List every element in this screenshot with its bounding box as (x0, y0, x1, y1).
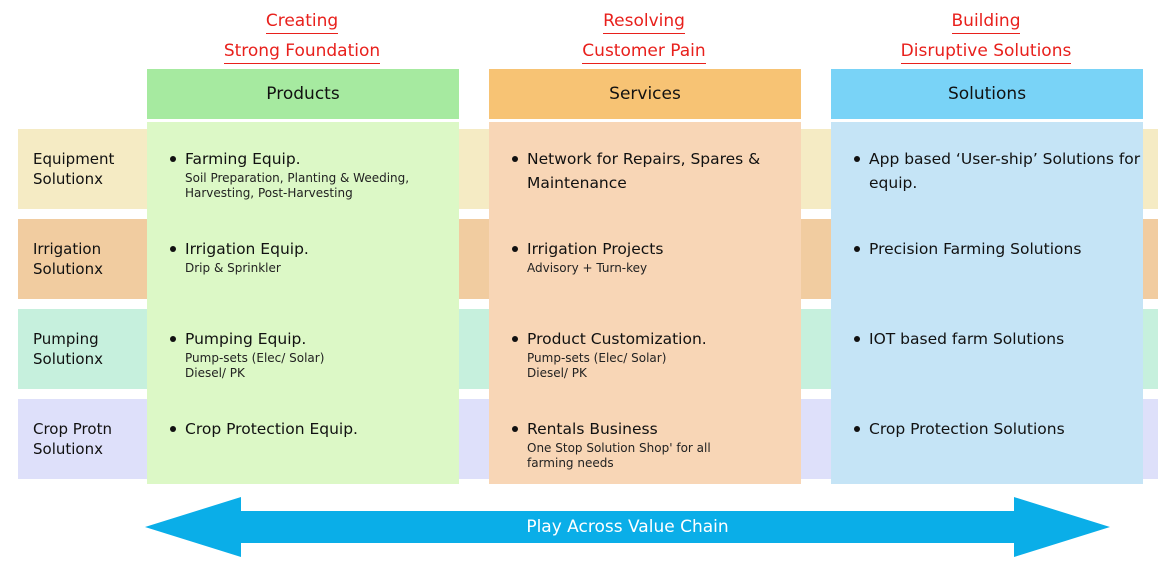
solutions-item-app: App based ‘User-ship’ Solutions for equi… (852, 147, 1142, 195)
item-title: Irrigation Equip. (168, 237, 458, 261)
heading-products-line1: Creating (265, 10, 339, 34)
row-label-line1: Equipment (33, 150, 115, 168)
column-header-products: Products (147, 69, 459, 119)
item-detail: Advisory + Turn-key (527, 261, 648, 275)
item-title: Precision Farming Solutions (852, 237, 1142, 261)
heading-services: Resolving Customer Pain (494, 6, 794, 66)
row-label-line2: Solutionx (33, 440, 103, 458)
item-title: Crop Protection Solutions (852, 417, 1142, 441)
row-label-line1: Crop Protn (33, 420, 112, 438)
double-arrow-icon (145, 497, 1110, 557)
item-detail: Pump-sets (Elec/ Solar) (527, 351, 667, 365)
item-detail: Soil Preparation, Planting & Weeding, (185, 171, 410, 185)
item-detail: Pump-sets (Elec/ Solar) (185, 351, 325, 365)
item-detail: One Stop Solution Shop' for all (527, 441, 711, 455)
row-label-equipment: Equipment Solutionx (33, 149, 114, 189)
products-item-crop-protection: Crop Protection Equip. (168, 417, 458, 441)
services-item-rentals: Rentals Business One Stop Solution Shop'… (510, 417, 800, 471)
services-item-customization: Product Customization. Pump-sets (Elec/ … (510, 327, 800, 381)
row-label-line1: Pumping (33, 330, 99, 348)
item-title: Farming Equip. (168, 147, 458, 171)
products-item-irrigation: Irrigation Equip. Drip & Sprinkler (168, 237, 458, 276)
services-item-network: Network for Repairs, Spares & Maintenanc… (510, 147, 800, 195)
column-body-services (489, 122, 801, 484)
heading-solutions-line2: Disruptive Solutions (900, 40, 1072, 64)
products-item-pumping: Pumping Equip. Pump-sets (Elec/ Solar) D… (168, 327, 458, 381)
item-detail: Harvesting, Post-Harvesting (185, 186, 353, 200)
row-label-line2: Solutionx (33, 260, 103, 278)
row-label-irrigation: Irrigation Solutionx (33, 239, 103, 279)
item-title: Network for Repairs, Spares & Maintenanc… (510, 147, 800, 195)
item-detail: Drip & Sprinkler (185, 261, 281, 275)
heading-services-line2: Customer Pain (582, 40, 706, 64)
heading-solutions-line1: Building (951, 10, 1021, 34)
item-detail: Diesel/ PK (527, 366, 587, 380)
item-title: App based ‘User-ship’ Solutions for equi… (852, 147, 1142, 195)
item-title: IOT based farm Solutions (852, 327, 1142, 351)
column-body-solutions (831, 122, 1143, 484)
arrow-label: Play Across Value Chain (526, 517, 729, 537)
item-title: Pumping Equip. (168, 327, 458, 351)
item-title: Rentals Business (510, 417, 800, 441)
column-body-products (147, 122, 459, 484)
item-title: Crop Protection Equip. (168, 417, 458, 441)
row-label-line2: Solutionx (33, 170, 103, 188)
solutions-item-precision-farming: Precision Farming Solutions (852, 237, 1142, 261)
row-label-crop-protection: Crop Protn Solutionx (33, 419, 112, 459)
services-item-irrigation-projects: Irrigation Projects Advisory + Turn-key (510, 237, 800, 276)
heading-products-line2: Strong Foundation (223, 40, 381, 64)
products-item-farming: Farming Equip. Soil Preparation, Plantin… (168, 147, 458, 201)
row-label-pumping: Pumping Solutionx (33, 329, 103, 369)
column-header-solutions: Solutions (831, 69, 1143, 119)
arrow-shape (145, 497, 1110, 557)
item-detail: Diesel/ PK (185, 366, 245, 380)
heading-products: Creating Strong Foundation (152, 6, 452, 66)
row-label-line1: Irrigation (33, 240, 102, 258)
item-title: Irrigation Projects (510, 237, 800, 261)
column-header-services: Services (489, 69, 801, 119)
item-detail: farming needs (527, 456, 614, 470)
solutions-item-crop-protection: Crop Protection Solutions (852, 417, 1142, 441)
heading-solutions: Building Disruptive Solutions (836, 6, 1136, 66)
heading-services-line1: Resolving (603, 10, 685, 34)
solutions-item-iot: IOT based farm Solutions (852, 327, 1142, 351)
item-title: Product Customization. (510, 327, 800, 351)
row-label-line2: Solutionx (33, 350, 103, 368)
